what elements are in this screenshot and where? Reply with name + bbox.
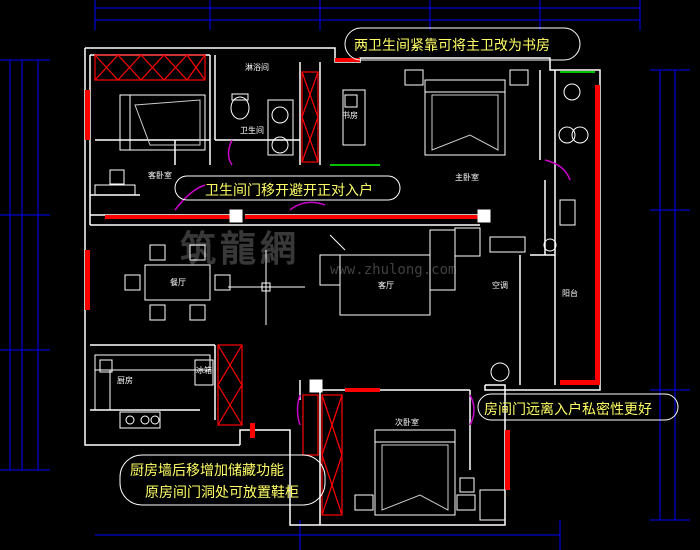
room-label-fridge: 冰箱 xyxy=(196,365,212,375)
annotation-bottom-line1: 厨房墙后移增加储藏功能 xyxy=(130,463,284,479)
annotation-middle: 卫生间门移开避开正对入户 xyxy=(205,183,373,199)
room-label-storage: 空调 xyxy=(492,280,508,290)
room-label-guest-bedroom: 客卧室 xyxy=(148,170,172,180)
watermark-url: www.zhulong.com xyxy=(330,262,457,278)
room-label-dining: 餐厅 xyxy=(170,278,186,287)
room-label-kitchen: 厨房 xyxy=(117,375,133,385)
watermark-logo: 筑龍網 xyxy=(180,229,301,270)
door-swings xyxy=(174,139,571,426)
annotation-right: 房间门远离入户私密性更好 xyxy=(484,402,652,418)
room-labels: 淋浴间 卫生间 书房 客卧室 主卧室 餐厅 客厅 厨房 冰箱 次卧室 阳台 空调 xyxy=(117,62,578,427)
room-label-bathroom: 卫生间 xyxy=(240,125,264,135)
room-label-second-bedroom: 次卧室 xyxy=(395,417,419,427)
annotation-bubbles xyxy=(119,27,679,506)
windows xyxy=(330,71,595,166)
annotation-bottom-line2: 原房间门洞处可放置鞋柜 xyxy=(145,485,299,501)
room-label-shower: 淋浴间 xyxy=(245,62,269,72)
room-label-study: 书房 xyxy=(342,110,358,120)
room-label-balcony: 阳台 xyxy=(562,288,578,298)
crosshair xyxy=(228,250,305,325)
room-label-living: 客厅 xyxy=(378,280,394,290)
wall-fills xyxy=(94,54,343,516)
furniture xyxy=(94,69,589,521)
annotation-top-right: 两卫生间紧靠可将主卫改为书房 xyxy=(354,38,550,54)
room-label-master-bedroom: 主卧室 xyxy=(455,172,479,182)
wall-solid xyxy=(85,58,600,490)
